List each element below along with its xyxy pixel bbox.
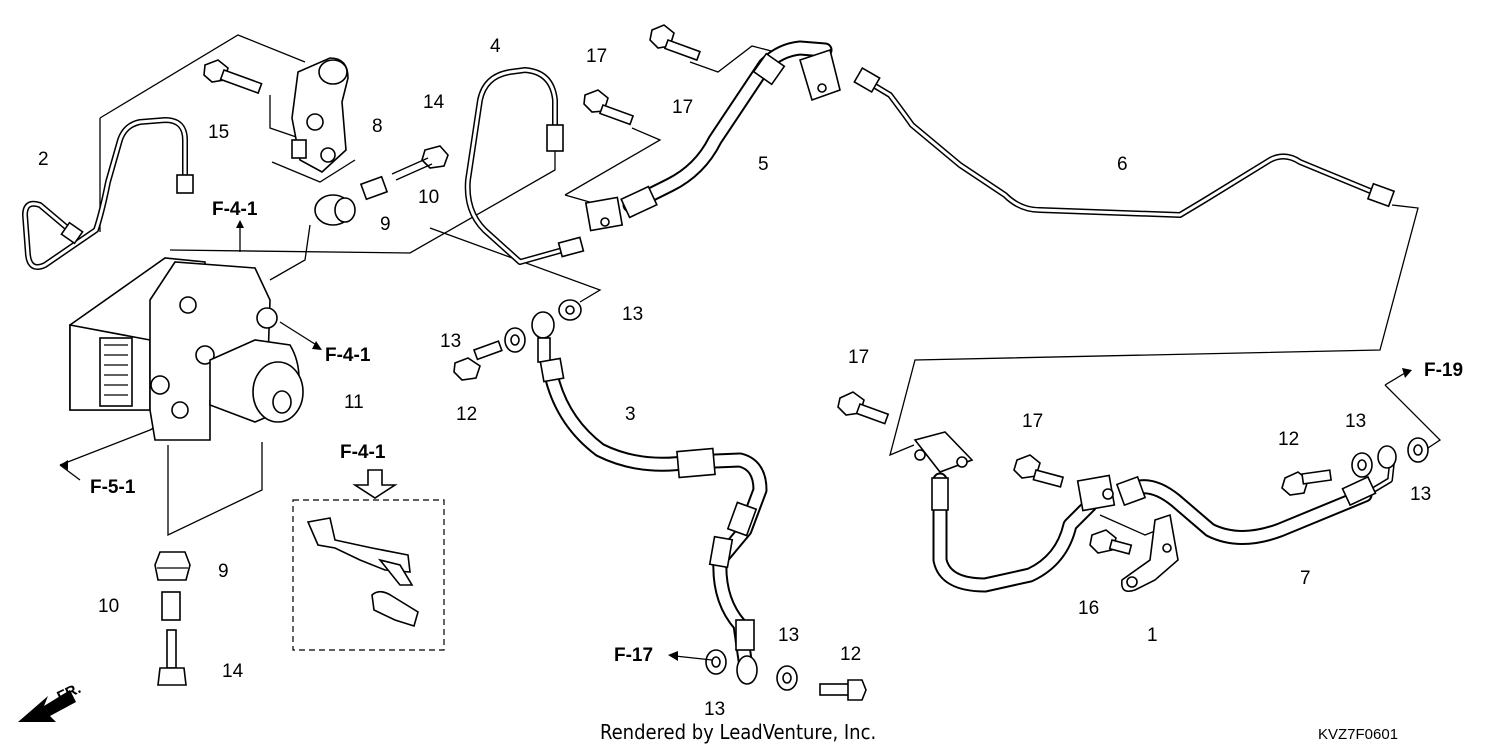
callout-5: 5 xyxy=(758,154,769,175)
washer-13-upper-right xyxy=(558,299,582,321)
credit-text: Rendered by LeadVenture, Inc. xyxy=(600,720,876,744)
bolt-15 xyxy=(203,59,263,95)
grommet-9-lower xyxy=(154,551,191,581)
collar-10-lower xyxy=(161,591,181,621)
washer-13-upper-left xyxy=(504,327,526,353)
callout-13-right-a: 13 xyxy=(1345,411,1366,432)
washer-13-bottom-left xyxy=(705,649,727,675)
callout-14-lower: 14 xyxy=(222,661,244,682)
callout-17-top-left: 17 xyxy=(586,46,607,67)
brake-pipe-2 xyxy=(22,117,194,270)
ref-f41-right: F-4-1 xyxy=(325,345,371,366)
brake-hose-3 xyxy=(531,311,768,685)
brake-pipe-4 xyxy=(464,67,585,265)
callout-16: 16 xyxy=(1078,598,1099,619)
callout-13-upper-left: 13 xyxy=(440,331,461,352)
ref-f41-top: F-4-1 xyxy=(212,199,258,220)
fr-label: FR. xyxy=(55,680,84,706)
callout-4: 4 xyxy=(490,36,501,57)
callout-2: 2 xyxy=(38,149,49,170)
bolt-17-right-upper xyxy=(837,391,890,425)
bolt-14-upper xyxy=(391,145,449,181)
reference-labels: F-4-1 F-4-1 F-4-1 F-5-1 F-17 F-19 FR. xyxy=(55,199,1464,706)
bolt-12-right xyxy=(1281,469,1333,496)
callout-3: 3 xyxy=(625,404,636,425)
collar-10-upper xyxy=(359,175,389,201)
brake-hose-7 xyxy=(913,431,1397,593)
bolt-17-top-left xyxy=(583,89,635,126)
callout-15: 15 xyxy=(208,122,229,143)
callout-10-upper: 10 xyxy=(418,187,439,208)
callout-13-bottom-right: 13 xyxy=(778,625,799,646)
diagram-code: KVZ7F0601 xyxy=(1318,726,1398,743)
callout-12-upper: 12 xyxy=(456,404,477,425)
washer-13-right-b xyxy=(1407,437,1429,463)
grommet-9-upper xyxy=(314,194,356,226)
callout-9-lower: 9 xyxy=(218,561,229,582)
bolt-17-right-lower xyxy=(1013,454,1065,488)
abs-modulator-11 xyxy=(69,257,304,441)
bolt-12-upper xyxy=(453,340,503,381)
callout-9-upper: 9 xyxy=(380,214,391,235)
callout-17-right-upper: 17 xyxy=(848,347,869,368)
brake-hose-5 xyxy=(584,40,841,232)
callout-13-bottom-left: 13 xyxy=(704,699,725,720)
brake-pipe-6 xyxy=(853,66,1396,218)
bolt-16 xyxy=(1089,529,1133,555)
callout-14-upper: 14 xyxy=(423,92,445,113)
leader-lines xyxy=(59,34,1442,537)
part-number-callouts: 2 15 8 14 10 9 4 17 17 5 6 11 13 13 12 3… xyxy=(38,36,1431,720)
callout-13-upper-right: 13 xyxy=(622,304,643,325)
bolt-12-bottom xyxy=(819,679,867,701)
callout-11: 11 xyxy=(344,392,364,413)
bolt-14-lower xyxy=(157,629,187,686)
bolt-17-top-right xyxy=(649,24,701,62)
ref-f19: F-19 xyxy=(1424,360,1463,381)
inset-box xyxy=(292,469,445,651)
pcv-valve-8 xyxy=(291,57,349,173)
washer-13-bottom-right xyxy=(776,665,798,691)
callout-10-lower: 10 xyxy=(98,596,119,617)
washer-13-right-a xyxy=(1351,452,1373,478)
ref-f17: F-17 xyxy=(614,645,653,666)
reference-arrows xyxy=(59,220,1412,661)
callout-17-right-lower: 17 xyxy=(1022,411,1043,432)
front-direction-arrow xyxy=(18,690,76,722)
callout-13-right-b: 13 xyxy=(1410,484,1431,505)
callout-12-right: 12 xyxy=(1278,429,1299,450)
ref-f51: F-5-1 xyxy=(90,477,136,498)
bracket-1 xyxy=(1120,513,1179,593)
callout-17-top-right: 17 xyxy=(672,97,693,118)
callout-12-bottom: 12 xyxy=(840,644,861,665)
callout-1: 1 xyxy=(1147,625,1158,646)
callout-7: 7 xyxy=(1300,568,1311,589)
ref-f41-inset: F-4-1 xyxy=(340,442,386,463)
callout-8: 8 xyxy=(372,116,383,137)
callout-6: 6 xyxy=(1117,154,1128,175)
